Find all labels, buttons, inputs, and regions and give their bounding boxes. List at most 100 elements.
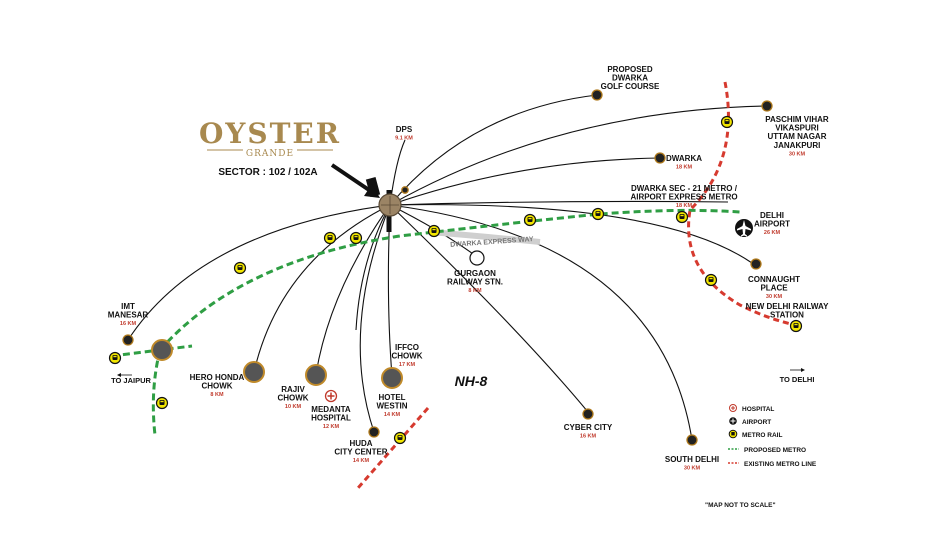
distance-label-hero: 8 KM <box>210 392 224 398</box>
place-label-dwarka: DWARKA <box>666 154 702 163</box>
existing-metro-lines <box>356 81 801 489</box>
connector-cyber <box>389 204 589 413</box>
distance-label-airport: 26 KM <box>764 230 781 236</box>
place-label-ndls: NEW DELHI RAILWAY <box>746 302 829 311</box>
map-not-to-scale-note: "MAP NOT TO SCALE" <box>705 502 776 509</box>
place-label-paschim: JANAKPURI <box>774 141 821 150</box>
legend-hospital: HOSPITAL <box>742 406 774 413</box>
place-label-imt: MANESAR <box>108 311 149 320</box>
distance-label-rajiv: 10 KM <box>285 404 302 410</box>
brand-block: OYSTER GRANDE SECTOR : 102 / 102A <box>199 117 341 178</box>
legend: HOSPITAL AIRPORT METRO RAIL PROPOSED MET… <box>728 404 817 468</box>
place-label-imt: IMT <box>121 302 135 311</box>
dot-cyber <box>582 408 594 420</box>
place-label-rajiv: CHOWK <box>277 394 308 403</box>
place-label-paschim: UTTAM NAGAR <box>768 132 827 141</box>
metro-station-icon <box>675 210 689 224</box>
to-jaipur-label: TO JAIPUR <box>111 376 151 385</box>
dot-dwarka <box>654 152 666 164</box>
to-delhi-label: TO DELHI <box>780 375 815 384</box>
place-label-huda: CITY CENTER <box>334 448 387 457</box>
place-label-south-delhi: SOUTH DELHI <box>665 455 719 464</box>
metro-station-icon <box>108 351 122 365</box>
proposed-metro-lines <box>111 208 741 436</box>
distance-label-westin: 14 KM <box>384 412 401 418</box>
place-label-ndls: STATION <box>770 311 804 320</box>
dot-interchange <box>151 339 173 361</box>
connector-huda <box>359 204 391 433</box>
place-label-paschim: PASCHIM VIHAR <box>765 115 829 124</box>
dwarka-expressway-road <box>429 229 541 245</box>
connector-hero <box>253 204 391 373</box>
place-label-hero: HERO HONDA <box>190 373 245 382</box>
place-label-airport: AIRPORT <box>754 220 790 229</box>
dot-hero <box>243 361 265 383</box>
proposed-metro-branch <box>151 349 162 436</box>
dwarka-expressway-label: DWARKA EXPRESS WAY <box>450 236 534 249</box>
legend-existing-metro: EXISTING METRO LINE <box>744 461 817 468</box>
distance-label-south-delhi: 30 KM <box>684 466 701 472</box>
place-label-cyber: CYBER CITY <box>564 423 613 432</box>
destination-dots <box>122 89 773 446</box>
direction-to-jaipur: TO JAIPUR <box>111 373 152 385</box>
metro-station-icon <box>427 224 441 238</box>
dot-gurgaon-railway <box>469 250 485 266</box>
airport-icon <box>735 219 753 237</box>
distance-label-gurgaon-rly: 8 KM <box>468 288 482 294</box>
dot-iffco <box>381 367 403 389</box>
metro-station-icon <box>789 319 803 333</box>
connector-dwarka <box>389 157 661 206</box>
place-label-golf: GOLF COURSE <box>601 82 660 91</box>
metro-station-icon <box>233 261 247 275</box>
place-label-dps: DPS <box>396 125 413 134</box>
connector-lines <box>127 94 768 441</box>
place-label-gurgaon-rly: RAILWAY STN. <box>447 278 503 287</box>
sector-label: SECTOR : 102 / 102A <box>218 167 317 178</box>
location-pointer-arrow <box>330 163 374 194</box>
place-label-paschim: VIKASPURI <box>775 124 819 133</box>
place-label-hero: CHOWK <box>201 382 232 391</box>
hospital-icon <box>324 389 338 403</box>
brand-subname: GRANDE <box>246 149 294 159</box>
dot-dps <box>401 186 409 194</box>
place-label-westin: WESTIN <box>376 402 407 411</box>
dot-huda <box>368 426 380 438</box>
place-label-golf: PROPOSED <box>607 65 653 74</box>
dot-connaught <box>750 258 762 270</box>
metro-station-icon <box>704 273 718 287</box>
metro-station-icon <box>523 213 537 227</box>
distance-label-huda: 14 KM <box>353 458 370 464</box>
place-label-golf: DWARKA <box>612 74 648 83</box>
connector-sec21 <box>389 200 729 206</box>
connector-golf <box>389 94 598 206</box>
dot-rajiv <box>305 364 327 386</box>
distance-label-dwarka-sec21: 18 KM <box>676 203 693 209</box>
connector-paschim <box>389 105 768 206</box>
metro-station-icon <box>393 431 407 445</box>
metro-station-icon <box>323 231 337 245</box>
legend-airport: AIRPORT <box>742 419 771 426</box>
metro-station-icons <box>108 115 803 445</box>
proposed-metro-west <box>111 344 193 358</box>
connector-south-delhi <box>389 204 693 441</box>
dot-south-delhi <box>686 434 698 446</box>
dot-paschim <box>761 100 773 112</box>
metro-station-icon <box>349 231 363 245</box>
place-label-connaught: PLACE <box>760 284 788 293</box>
place-label-rajiv: RAJIV <box>281 385 305 394</box>
dot-imt <box>122 334 134 346</box>
proposed-metro-main <box>158 208 741 351</box>
legend-metro-rail: METRO RAIL <box>742 432 782 439</box>
place-label-huda: HUDA <box>349 439 372 448</box>
existing-metro-gurgaon-line <box>356 407 430 489</box>
place-label-medanta: MEDANTA <box>311 405 351 414</box>
place-label-iffco: IFFCO <box>395 343 419 352</box>
distance-label-imt: 16 KM <box>120 321 137 327</box>
place-label-dwarka-sec21: DWARKA SEC - 21 METRO / <box>631 184 738 193</box>
brand-name: OYSTER <box>199 117 341 150</box>
place-label-westin: HOTEL <box>378 393 405 402</box>
existing-metro-airport-line <box>687 81 801 328</box>
connector-westin-aux <box>355 204 391 331</box>
connector-imt <box>127 204 391 341</box>
legend-proposed-metro: PROPOSED METRO <box>744 447 806 454</box>
